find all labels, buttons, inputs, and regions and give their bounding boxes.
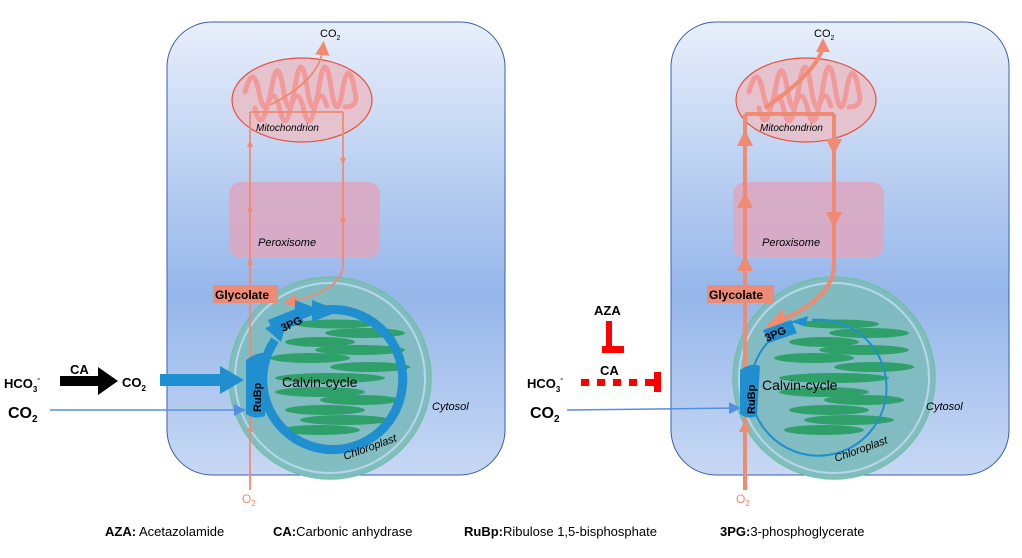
co2-diffusion-arrow — [566, 402, 741, 415]
hco3-label: HCO3- — [4, 374, 40, 394]
calvin-cycle-arrow — [740, 316, 888, 457]
rubp-label: RuBp — [746, 384, 758, 414]
ca-label: CA — [70, 362, 89, 377]
co2-released: CO2 — [320, 28, 341, 42]
o2-label: O2 — [736, 492, 750, 508]
mitochondrion-label: Mitochondrion — [256, 123, 319, 134]
aza-inhibition-symbol — [602, 321, 624, 353]
co2-diffusion-label: CO2 — [8, 405, 38, 425]
rubp-label: RuBp — [252, 382, 264, 412]
left-panel: 3PG RuBp Calvin-cycle Chloroplast Cytoso… — [4, 22, 505, 508]
aza-label: AZA — [594, 303, 621, 318]
mitochondrion-label: Mitochondrion — [760, 123, 823, 134]
blocked-ca-conversion — [581, 372, 661, 392]
glycolate-box — [707, 285, 774, 303]
peroxisome-label: Peroxisome — [258, 237, 316, 249]
calvin-cycle-label: Calvin-cycle — [762, 377, 838, 393]
cytosol-label: Cytosol — [926, 401, 963, 413]
co2-uptake-arrow — [160, 366, 244, 394]
glycolate-label: Glycolate — [709, 288, 763, 302]
ca-label: CA — [600, 363, 619, 378]
cytosol-label: Cytosol — [432, 401, 469, 413]
co2-released: CO2 — [814, 28, 835, 42]
co2-diffusion-label: CO2 — [530, 405, 560, 425]
ca-conversion-arrow — [60, 367, 118, 395]
hco3-label: HCO3- — [527, 374, 563, 394]
glycolate-label: Glycolate — [215, 288, 269, 302]
calvin-cycle-label: Calvin-cycle — [282, 374, 358, 390]
glycolate-box — [213, 285, 278, 303]
peroxisome-label: Peroxisome — [762, 237, 820, 249]
o2-label: O2 — [242, 492, 256, 508]
calvin-cycle-arrow — [246, 300, 408, 455]
co2-converted: CO2 — [122, 375, 147, 393]
right-panel: 3PG RuBp Calvin-cycle Chloroplast Cytoso… — [527, 22, 1009, 508]
abbreviation-legend: AZA: Acetazolamide CA:Carbonic anhydrase… — [105, 524, 865, 539]
